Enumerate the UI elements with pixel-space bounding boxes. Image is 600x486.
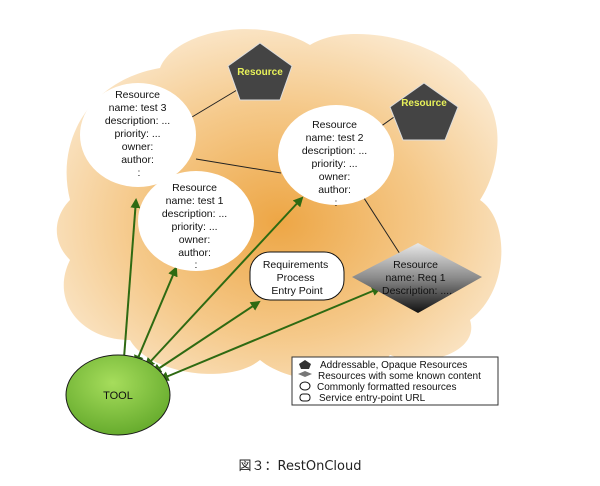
diamond-text: Resource name: Req 1 Description: .... xyxy=(382,259,452,297)
arrow-tool-diamond xyxy=(158,286,382,381)
legend: Addressable, Opaque Resources Resources … xyxy=(291,356,499,406)
legend-item-rounded-rect: Service entry-point URL xyxy=(299,393,426,404)
legend-item-pentagon: Addressable, Opaque Resources xyxy=(299,360,467,371)
tool-label: TOOL xyxy=(103,390,133,402)
resource-test1: Resource name: test 1 description: ... p… xyxy=(138,171,254,271)
pentagon-resource-2: Resource xyxy=(389,82,459,141)
legend-label: Commonly formatted resources xyxy=(317,382,457,393)
pentagon-label: Resource xyxy=(237,67,283,78)
legend-label: Addressable, Opaque Resources xyxy=(320,360,467,371)
tool-node: TOOL xyxy=(65,354,171,436)
rounded-rect-icon xyxy=(299,393,311,402)
requirements-entry-point: Requirements Process Entry Point xyxy=(249,251,345,301)
ellipse-icon xyxy=(299,381,311,391)
legend-item-ellipse: Commonly formatted resources xyxy=(299,381,457,393)
connector-test3-pentagon1 xyxy=(186,89,238,121)
diamond-icon xyxy=(298,371,312,377)
connector-test3-test2 xyxy=(195,158,282,174)
connector-test2-diamond xyxy=(361,194,401,255)
entry-point-text: Requirements Process Entry Point xyxy=(263,259,331,297)
arrow-tool-test3 xyxy=(119,198,141,366)
diamond-resource-req1: Resource name: Req 1 Description: .... xyxy=(352,243,482,313)
resource-test2: Resource name: test 2 description: ... p… xyxy=(278,105,394,209)
figure-caption: 図３：RestOnCloud xyxy=(239,459,362,474)
resource-test2-text: Resource name: test 2 description: ... p… xyxy=(302,119,370,209)
legend-label: Resources with some known content xyxy=(318,371,481,382)
pentagon-label: Resource xyxy=(401,98,447,109)
legend-item-diamond: Resources with some known content xyxy=(298,371,481,382)
legend-label: Service entry-point URL xyxy=(319,393,426,404)
resource-test3-text: Resource name: test 3 description: ... p… xyxy=(105,89,173,179)
pentagon-resource-1: Resource xyxy=(227,42,293,101)
resource-test3: Resource name: test 3 description: ... p… xyxy=(80,83,196,187)
pentagon-icon xyxy=(299,360,311,369)
resource-test1-text: Resource name: test 1 description: ... p… xyxy=(162,182,230,271)
arrows xyxy=(119,196,382,381)
